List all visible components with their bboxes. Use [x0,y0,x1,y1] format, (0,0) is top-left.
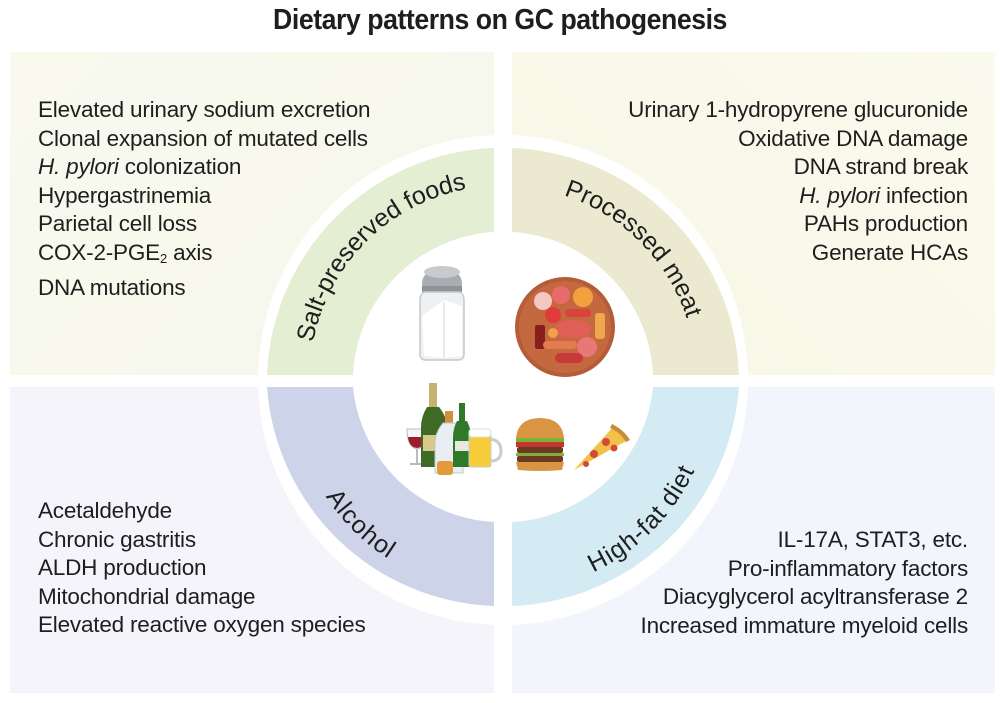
factor-item: DNA mutations [38,274,186,300]
factor-item: Chronic gastritis [38,526,196,552]
factor-text: colonization [118,154,242,180]
factor-item: PAHs production [803,211,968,237]
factor-item: H. pylori colonization [38,153,370,182]
factor-italic-organism: H. pylori [38,154,119,180]
factor-item: Elevated urinary sodium excretion [38,97,371,122]
factor-item: Diacyglycerol acyltransferase 2 [662,584,968,610]
factor-italic-organism: H. pylori [799,182,880,208]
factor-list-processed-meat: Urinary 1-hydropyrene glucuronide Oxidat… [628,96,968,268]
factor-list-high-fat-diet: IL-17A, STAT3, etc. Pro-inflammatory fac… [640,526,969,640]
factor-item: ALDH production [38,555,207,581]
factor-item: Generate HCAs [811,239,968,265]
factor-item: DNA strand break [793,154,969,180]
factor-item: Mitochondrial damage [38,583,256,609]
factor-item: Pro-inflammatory factors [727,555,968,581]
factor-item: Elevated reactive oxygen species [38,612,366,638]
factor-item: H. pylori infection [628,182,968,211]
factor-item: Acetaldehyde [38,498,172,523]
factor-list-salt-preserved-foods: Elevated urinary sodium excretion Clonal… [38,96,371,302]
factor-list-alcohol: Acetaldehyde Chronic gastritis ALDH prod… [38,497,366,640]
factor-text: axis [167,239,213,265]
factor-item: IL-17A, STAT3, etc. [777,527,969,552]
factor-item: Parietal cell loss [38,211,197,237]
diagram-title: Dietary patterns on GC pathogenesis [273,4,727,36]
factor-item: Oxidative DNA damage [738,125,968,151]
factor-text: infection [879,182,968,208]
factor-item: Increased immature myeloid cells [640,612,969,638]
factor-item: Urinary 1-hydropyrene glucuronide [628,97,968,122]
factor-item: COX-2-PGE2 axis [38,239,370,274]
factor-text: COX-2-PGE [38,239,160,265]
factor-subscript: 2 [159,250,168,266]
factor-item: Hypergastrinemia [38,182,212,208]
factor-item: Clonal expansion of mutated cells [38,125,368,151]
